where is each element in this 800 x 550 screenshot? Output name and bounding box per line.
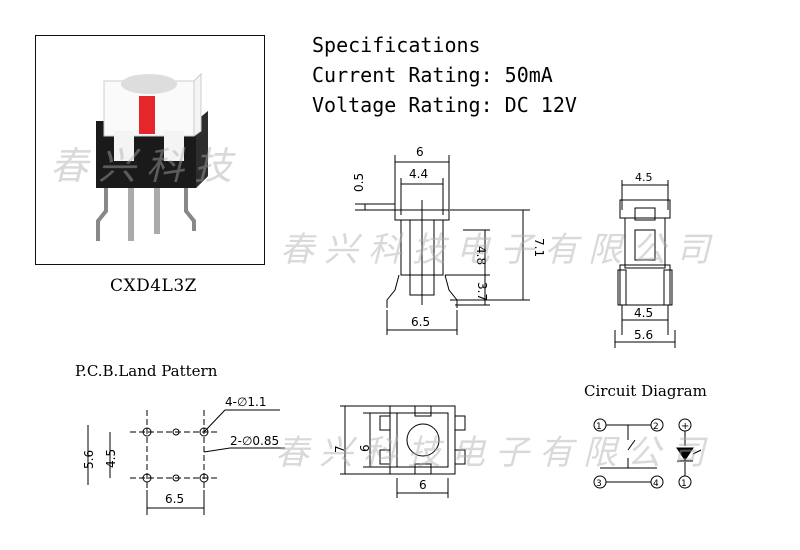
top-outer-height: 7 <box>335 445 347 453</box>
pcb-outer-height: 5.6 <box>82 450 96 469</box>
led-cathode: 1 <box>681 479 687 489</box>
specifications-heading: Specifications <box>312 33 481 57</box>
product-photo-frame <box>35 35 265 265</box>
side-top-width: 4.5 <box>635 171 653 184</box>
watermark-lower: 春兴科技电子有限公司 <box>275 433 715 473</box>
top-width: 6 <box>419 478 427 492</box>
front-total-height: 7.1 <box>532 238 545 257</box>
side-view-drawing: 4.5 4.5 5.6 <box>614 171 676 348</box>
current-rating: Current Rating: 50mA <box>312 63 553 87</box>
top-inner-height: 6 <box>358 444 372 452</box>
circuit-pin-2: 2 <box>653 422 659 432</box>
circuit-pin-1: 1 <box>596 422 602 432</box>
circuit-diagram-title: Circuit Diagram <box>584 382 707 400</box>
specifications-block: Specifications Current Rating: 50mA Volt… <box>312 30 577 120</box>
led-anode: + <box>681 421 689 432</box>
front-view-drawing: 6 4.4 0.5 7.1 4.8 3.7 6.5 <box>352 145 545 335</box>
pcb-hole-large: 4-∅1.1 <box>225 395 267 409</box>
model-label: CXD4L3Z <box>110 276 197 296</box>
front-top-width: 6 <box>416 145 424 159</box>
pcb-land-pattern-drawing: 4-∅1.1 2-∅0.85 6.5 5.6 4.5 <box>82 395 285 515</box>
circuit-pin-3: 3 <box>596 479 602 489</box>
switch-illustration <box>96 72 208 241</box>
side-mid-width: 4.5 <box>634 306 653 320</box>
pcb-land-pattern-title: P.C.B.Land Pattern <box>75 362 218 380</box>
circuit-pin-4: 4 <box>653 479 659 489</box>
circuit-diagram: 1 2 3 4 + 1 <box>593 418 702 489</box>
voltage-rating: Voltage Rating: DC 12V <box>312 93 577 117</box>
pcb-hole-small: 2-∅0.85 <box>230 434 279 448</box>
pcb-width: 6.5 <box>165 492 184 506</box>
front-thickness: 0.5 <box>352 173 366 192</box>
watermark-upper: 春兴科技电子有限公司 <box>280 230 720 270</box>
front-body-height: 4.8 <box>474 246 488 265</box>
front-inner-width: 4.4 <box>409 167 428 181</box>
watermark-photo: 春兴科技 <box>50 144 243 188</box>
front-pin-height: 3.7 <box>475 282 489 301</box>
front-base-width: 6.5 <box>411 315 430 329</box>
pcb-inner-height: 4.5 <box>104 449 118 468</box>
top-view-drawing: 7 6 6 <box>335 405 466 498</box>
side-base-width: 5.6 <box>634 328 653 342</box>
